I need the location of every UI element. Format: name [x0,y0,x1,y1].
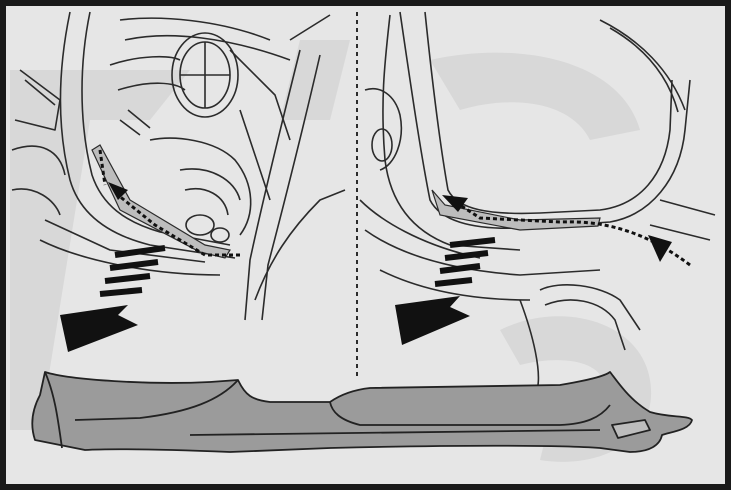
trim-removal-diagram [0,0,731,490]
illustration-frame [0,0,731,490]
